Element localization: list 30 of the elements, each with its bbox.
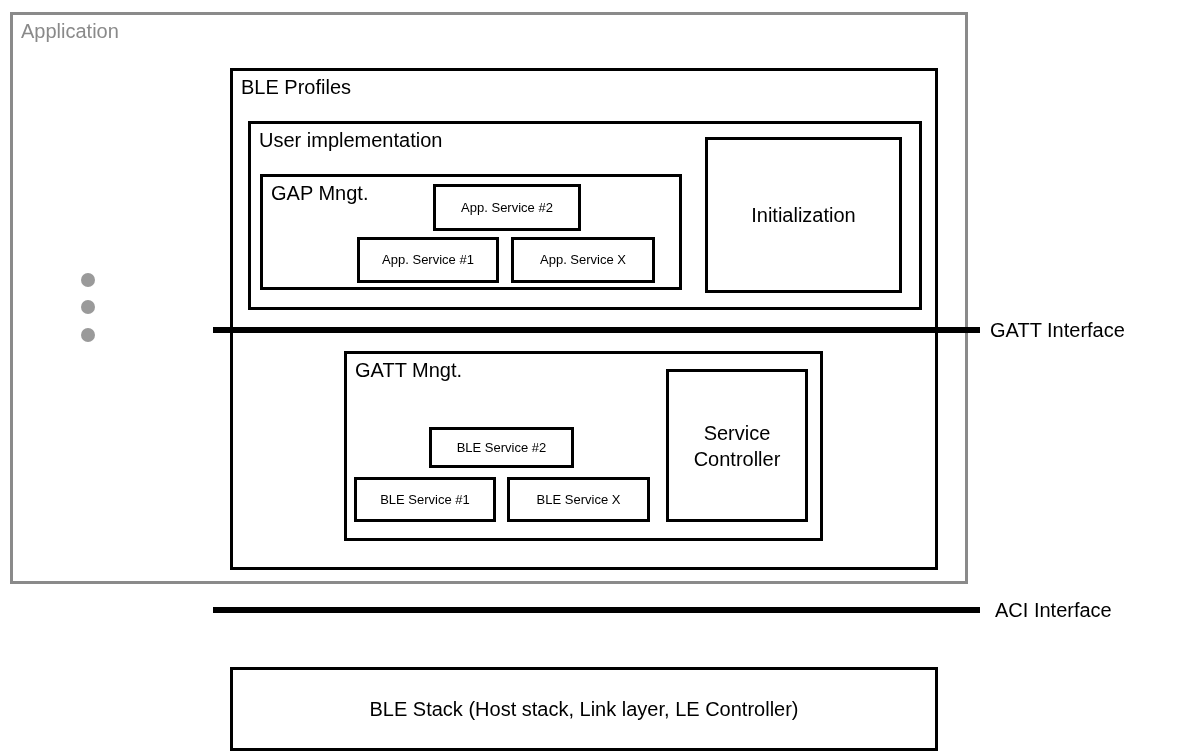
box-title: BLE Profiles	[241, 75, 352, 99]
box-title: User implementation	[259, 128, 443, 152]
interface-label: GATT Interface	[990, 318, 1125, 342]
module-box	[230, 667, 938, 751]
layer-box	[260, 174, 682, 290]
module-box	[429, 427, 574, 468]
module-box	[666, 369, 808, 522]
box-label: Initialization	[750, 203, 857, 228]
module-box	[507, 477, 650, 522]
box-title: GATT Mngt.	[355, 358, 463, 382]
box-title: Application	[21, 19, 119, 43]
layer-box	[10, 12, 968, 584]
box-label: BLE Service X	[535, 491, 622, 508]
interface-label: ACI Interface	[995, 598, 1112, 622]
box-label: App. Service #2	[460, 199, 554, 216]
box-label: BLE Service #1	[379, 491, 471, 508]
module-box	[433, 184, 581, 231]
module-box	[357, 237, 499, 283]
layer-box	[344, 351, 823, 541]
box-label: BLE Service #2	[455, 439, 548, 456]
box-title: GAP Mngt.	[271, 181, 369, 205]
box-label: Service Controller	[692, 420, 782, 472]
module-box	[354, 477, 496, 522]
module-box	[705, 137, 902, 293]
box-label: App. Service #1	[381, 252, 475, 268]
layer-box	[248, 121, 922, 310]
box-label: App. Service X	[539, 252, 627, 268]
layer-box	[230, 68, 938, 570]
box-label: BLE Stack (Host stack, Link layer, LE Controller)	[368, 697, 800, 722]
module-box	[511, 237, 655, 283]
